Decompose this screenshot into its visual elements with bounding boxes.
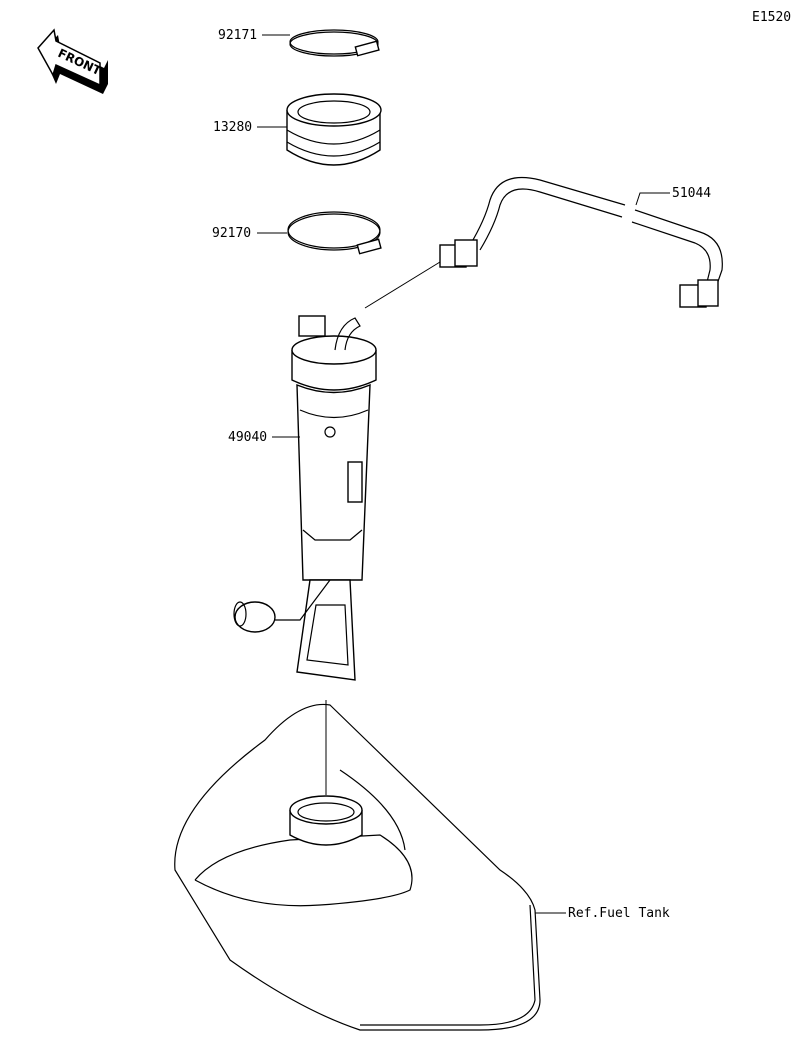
fuel-tank-reference bbox=[174, 700, 541, 1031]
part-label-49040: 49040 bbox=[228, 430, 267, 445]
part-label-92171: 92171 bbox=[218, 28, 257, 43]
part-92171-clamp bbox=[289, 29, 380, 57]
part-13280-gasket bbox=[286, 93, 382, 166]
reference-label-fuel-tank: Ref.Fuel Tank bbox=[568, 906, 670, 921]
part-label-13280: 13280 bbox=[213, 120, 252, 135]
front-arrow-icon: FRONT bbox=[37, 28, 108, 94]
part-label-92170: 92170 bbox=[212, 226, 251, 241]
part-51044-fuel-hose bbox=[364, 176, 723, 309]
part-label-51044: 51044 bbox=[672, 186, 711, 201]
part-92170-clamp bbox=[287, 211, 382, 255]
diagram-code: E1520 bbox=[752, 10, 791, 25]
part-49040-fuel-pump bbox=[233, 315, 377, 681]
